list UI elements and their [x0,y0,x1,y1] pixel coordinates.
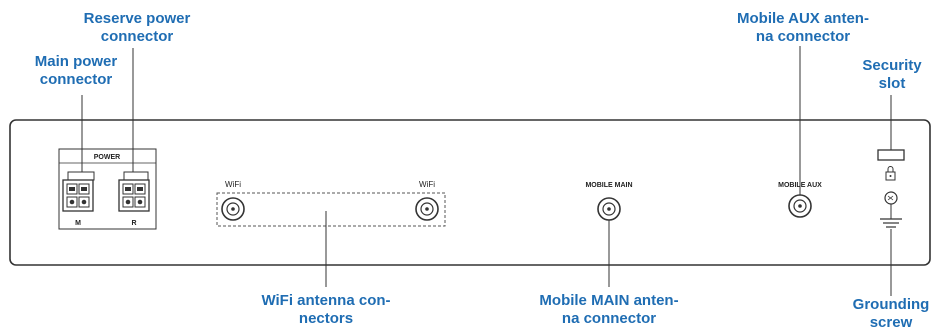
wifi-right-label: WiFi [419,180,435,189]
lock-icon [885,166,896,181]
power-label: POWER [94,154,120,161]
security-slot-callout: Security slot [862,57,922,92]
port-m-label: M [75,220,81,227]
mobile-main-label: MOBILE MAIN [585,182,632,189]
wifi-left-connector [221,197,245,221]
port-r-label: R [131,220,136,227]
ground-symbol-icon [880,204,902,228]
grounding-callout: Grounding screw [852,296,930,331]
mobile-main-connector: MOBILE MAIN [585,182,633,221]
wifi-connectors: WiFi WiFi [216,180,446,227]
wifi-antenna-callout: WiFi antenna con- nectors [261,292,391,327]
main-power-callout: Main power connector [34,53,118,88]
grounding-screw [884,191,898,205]
power-block: POWER M R [58,148,157,230]
wifi-left-label: WiFi [225,180,241,189]
mobile-main-callout: Mobile MAIN anten- na connector [539,292,679,327]
leader-lines [81,46,892,296]
device-chassis [9,119,931,266]
wifi-right-connector [415,197,439,221]
reserve-power-callout: Reserve power connector [83,10,191,45]
reserve-power-connector: R [118,171,150,227]
security-slot [877,149,905,161]
mobile-aux-callout: Mobile AUX anten- na connector [737,10,869,45]
main-power-connector: M [62,171,95,227]
